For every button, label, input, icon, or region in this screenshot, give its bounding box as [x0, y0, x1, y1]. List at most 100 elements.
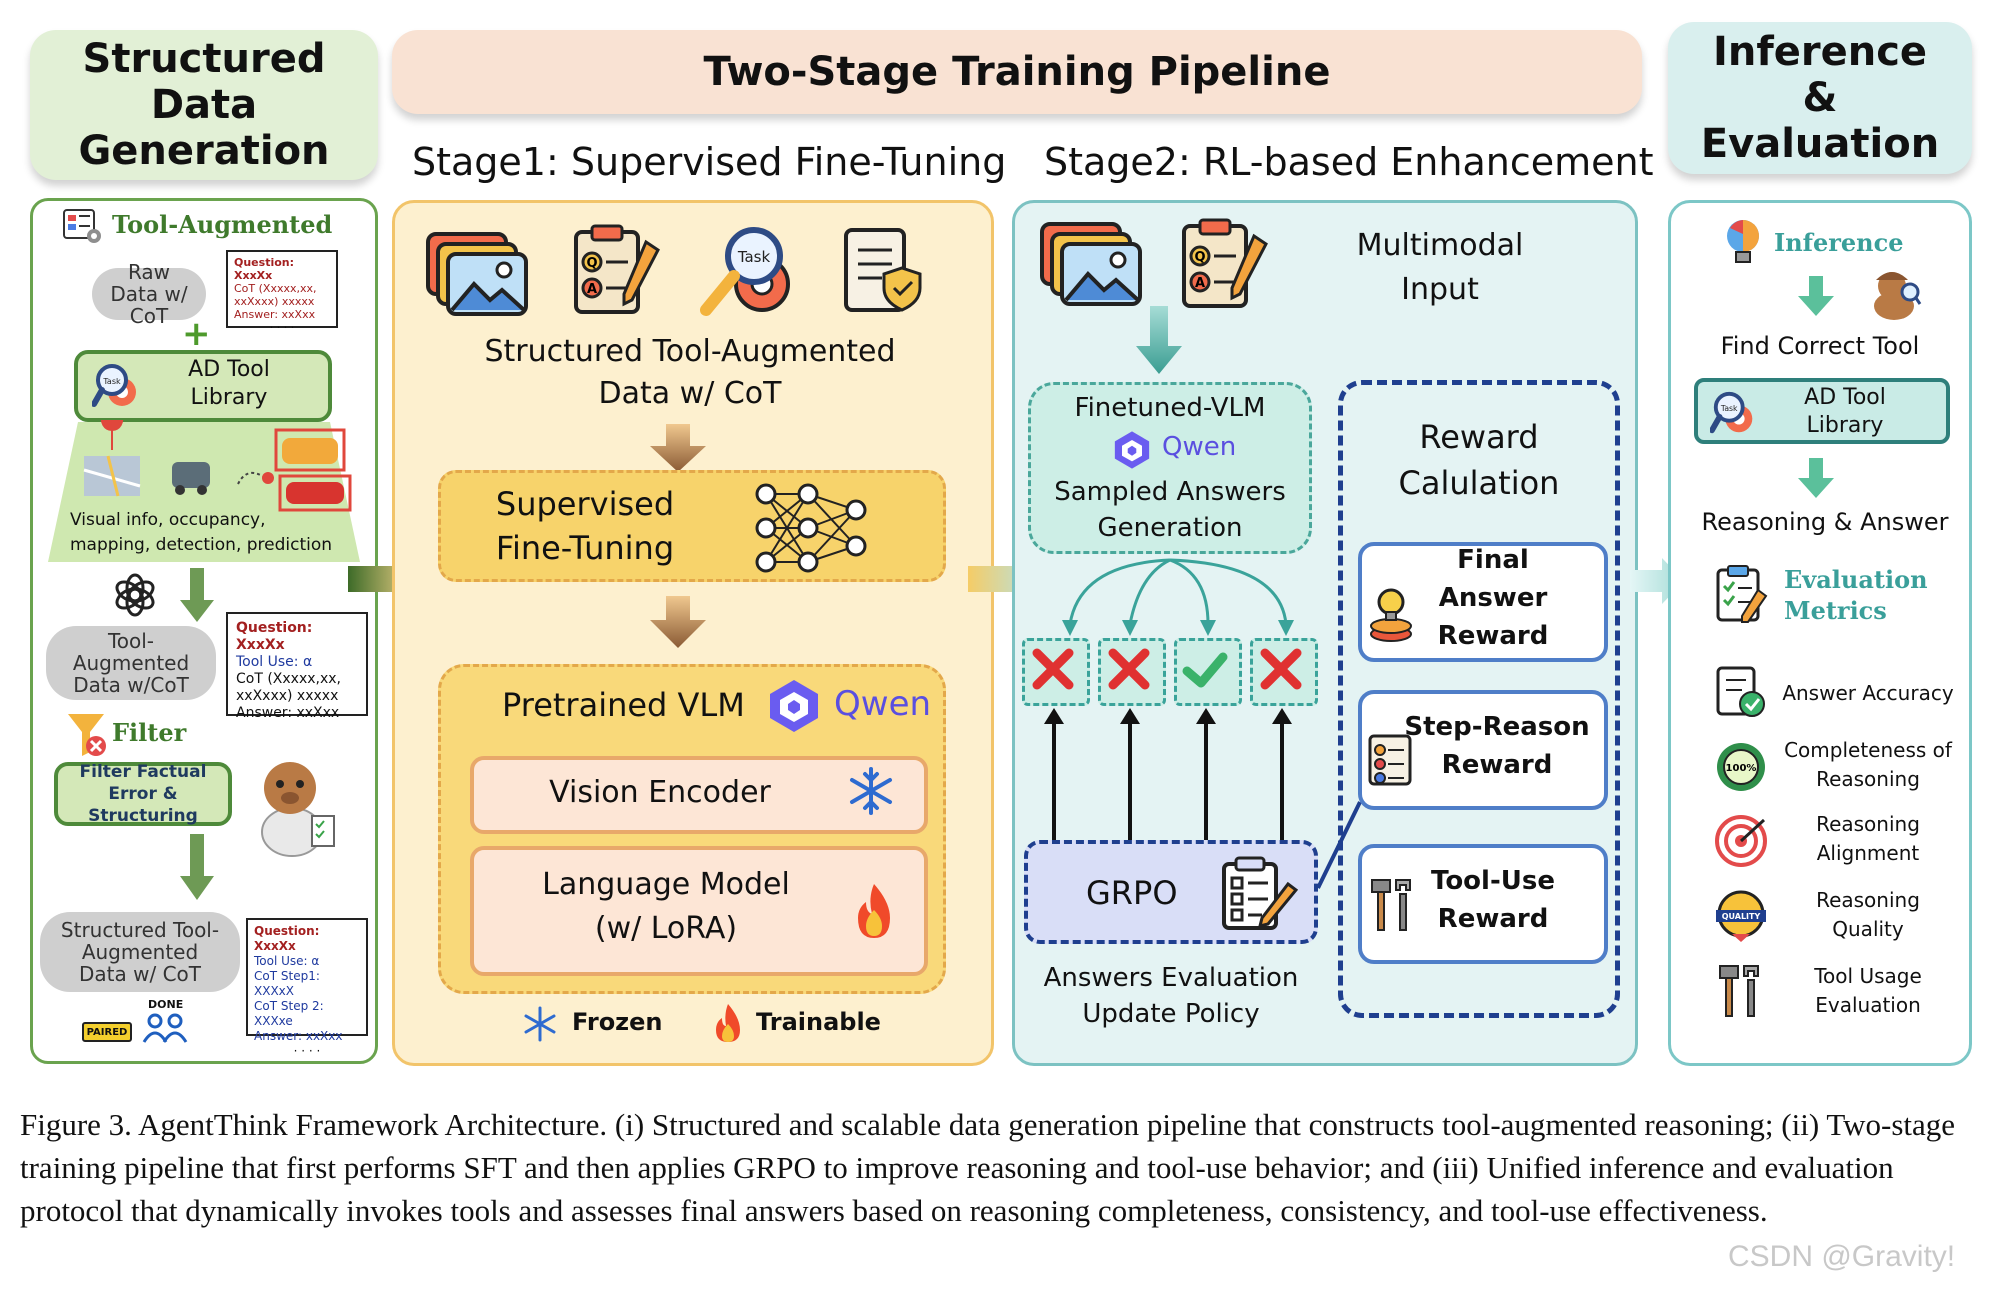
- note2-cot: CoT (Xxxxx,xx, xxXxxx) xxxxx: [236, 671, 342, 704]
- ad-tool-library-left: Task AD Tool Library: [74, 350, 332, 422]
- filter-icon: [66, 712, 110, 758]
- lightbulb-coins-icon: [1366, 586, 1416, 644]
- stage2-title: Stage2: RL-based Enhancement: [1044, 140, 1654, 184]
- grpo-label: GRPO: [1086, 874, 1178, 912]
- header-inference: Inference & Evaluation: [1668, 22, 1972, 174]
- note1-dots: · · · ·: [269, 321, 295, 334]
- header-inference-text: Inference & Evaluation: [1700, 29, 1940, 167]
- sft-box: [438, 470, 946, 582]
- arrow-up-2: [1120, 708, 1140, 840]
- arrow-up-4: [1272, 708, 1292, 840]
- arrow-down-stage2: [1136, 306, 1182, 374]
- note3-answer: Answer: xxXxx: [254, 1029, 343, 1043]
- metric-tool-usage: Tool Usage Evaluation: [1814, 964, 1922, 1017]
- target-icon: [1714, 814, 1768, 868]
- arrow-down-left-1: [180, 568, 214, 622]
- right-task-tag: Task: [1720, 404, 1738, 413]
- quality-badge-icon: QUALITY: [1712, 888, 1770, 944]
- language-model-text: Language Model (w/ LoRA): [542, 867, 790, 946]
- sft-label-text: Supervised Fine-Tuning: [495, 485, 675, 567]
- metric-reasoning-alignment: Reasoning Alignment: [1816, 812, 1920, 865]
- done-label: DONE: [148, 998, 184, 1011]
- qwen-text-stage2: Qwen: [1162, 432, 1237, 462]
- trainable-icon: [712, 1002, 744, 1044]
- ad-tool-library-right-text: AD Tool Library: [1804, 385, 1886, 438]
- reward-calc-box: [1338, 380, 1620, 1018]
- header-pipeline: Two-Stage Training Pipeline: [392, 30, 1642, 114]
- eval-metrics-text: Evaluation Metrics: [1784, 565, 1928, 625]
- sft-label: Supervised Fine-Tuning: [470, 478, 700, 574]
- tool-use-reward-label: Tool-Use Reward: [1400, 850, 1586, 950]
- ad-tool-library-right: Task AD Tool Library: [1694, 378, 1950, 444]
- reward-calc-text: Reward Calulation: [1398, 418, 1560, 502]
- note2-tooluse: Tool Use: α: [236, 654, 313, 670]
- arrow-down-right-1: [1798, 276, 1834, 316]
- tool-augmented-label: Tool-Augmented: [112, 210, 333, 239]
- eval-metrics-label: Evaluation Metrics: [1784, 564, 1944, 626]
- note3-tooluse: Tool Use: α: [254, 954, 320, 968]
- final-answer-reward-text: Final Answer Reward: [1437, 545, 1549, 651]
- task-search-icon: Task: [696, 220, 800, 320]
- note2-answer: Answer: xxXxx: [236, 705, 340, 721]
- trainable-label: Trainable: [756, 1008, 881, 1036]
- svg-text:Task: Task: [102, 377, 121, 386]
- metric-completeness: Completeness of Reasoning: [1784, 738, 1952, 791]
- find-tool-label: Find Correct Tool: [1720, 332, 1920, 360]
- fire-icon: [852, 882, 896, 940]
- note3-step1: CoT Step1: XXXxX: [254, 969, 320, 998]
- search-gear-icon-right: Task: [1709, 388, 1760, 438]
- arrow-down-stage1-2: [650, 596, 706, 648]
- structured-note: Question: XxxXx Tool Use: α CoT Step1: X…: [246, 918, 368, 1058]
- qwen-logo-icon-stage2: [1112, 430, 1152, 470]
- vision-encoder-box: [470, 756, 928, 834]
- sampled-text: Sampled Answers Generation: [1054, 477, 1286, 543]
- qa-clipboard-icon-stage2: Q A: [1178, 216, 1274, 312]
- arrow-down-left-2: [180, 834, 214, 900]
- finetuned-vlm-label: Finetuned-VLM: [1074, 393, 1266, 423]
- paired-badge-text: PAIRED: [86, 1026, 128, 1038]
- figure-caption: Figure 3. AgentThink Framework Architect…: [20, 1107, 1956, 1228]
- vision-encoder-label: Vision Encoder: [549, 774, 771, 810]
- tool-use-reward-text: Tool-Use Reward: [1431, 866, 1555, 934]
- stage1-title: Stage1: Supervised Fine-Tuning: [412, 140, 1007, 184]
- candidate-1: [1022, 638, 1090, 706]
- header-pipeline-text: Two-Stage Training Pipeline: [703, 49, 1331, 95]
- visual-info-text: Visual info, occupancy, mapping, detecti…: [70, 510, 333, 555]
- tool-usage-icon: [1716, 962, 1766, 1018]
- arrow-up-3: [1196, 708, 1216, 840]
- image-stack-icon-stage2: [1040, 222, 1144, 312]
- language-model-box: [470, 846, 928, 976]
- paired-badge: PAIRED: [82, 1022, 132, 1042]
- final-answer-reward-label: Final Answer Reward: [1400, 545, 1586, 651]
- raw-data-note: Question: XxxXx CoT (Xxxxx,xx, xxXxxx) x…: [226, 250, 338, 334]
- raw-data-text: Raw Data w/ CoT: [110, 260, 188, 328]
- finetuned-vlm-box: [1028, 382, 1312, 554]
- brain-bulb-icon: [1720, 216, 1766, 266]
- scroll-shield-icon: [836, 222, 926, 318]
- filter-factual-box: Filter Factual Error & Structuring: [54, 762, 232, 826]
- svg-text:Q: Q: [1194, 250, 1205, 265]
- arrow-down-stage1-1: [650, 424, 706, 472]
- qwen-text-stage1: Qwen: [834, 684, 932, 724]
- task-tag: Task: [737, 248, 771, 266]
- candidate-2: [1098, 638, 1166, 706]
- note3-question: Question: XxxXx: [254, 924, 320, 953]
- reward-calc-label: Reward Calulation: [1352, 412, 1606, 508]
- visual-scene: [48, 409, 360, 562]
- metric-reasoning-quality: Reasoning Quality: [1816, 888, 1920, 941]
- pretrained-vlm-label: Pretrained VLM: [502, 686, 745, 724]
- answers-eval-text: Answers Evaluation Update Policy: [1043, 963, 1299, 1029]
- neural-net-icon: [752, 480, 872, 576]
- frozen-icon: [522, 1006, 558, 1042]
- candidate-3: [1174, 638, 1242, 706]
- people-icon: [142, 1012, 188, 1044]
- step-list-icon: [1366, 732, 1418, 788]
- multimodal-input-text: Multimodal Input: [1356, 228, 1524, 307]
- stage1-data-label: Structured Tool-Augmented Data w/ CoT: [440, 328, 940, 418]
- svg-text:A: A: [587, 282, 597, 297]
- snowflake-icon: [846, 766, 896, 816]
- ad-tool-library-left-text: AD Tool Library: [188, 357, 270, 410]
- checklist-icon: [1218, 854, 1299, 934]
- metric-answer-accuracy: Answer Accuracy: [1782, 680, 1954, 705]
- arrow-down-right-2: [1798, 458, 1834, 498]
